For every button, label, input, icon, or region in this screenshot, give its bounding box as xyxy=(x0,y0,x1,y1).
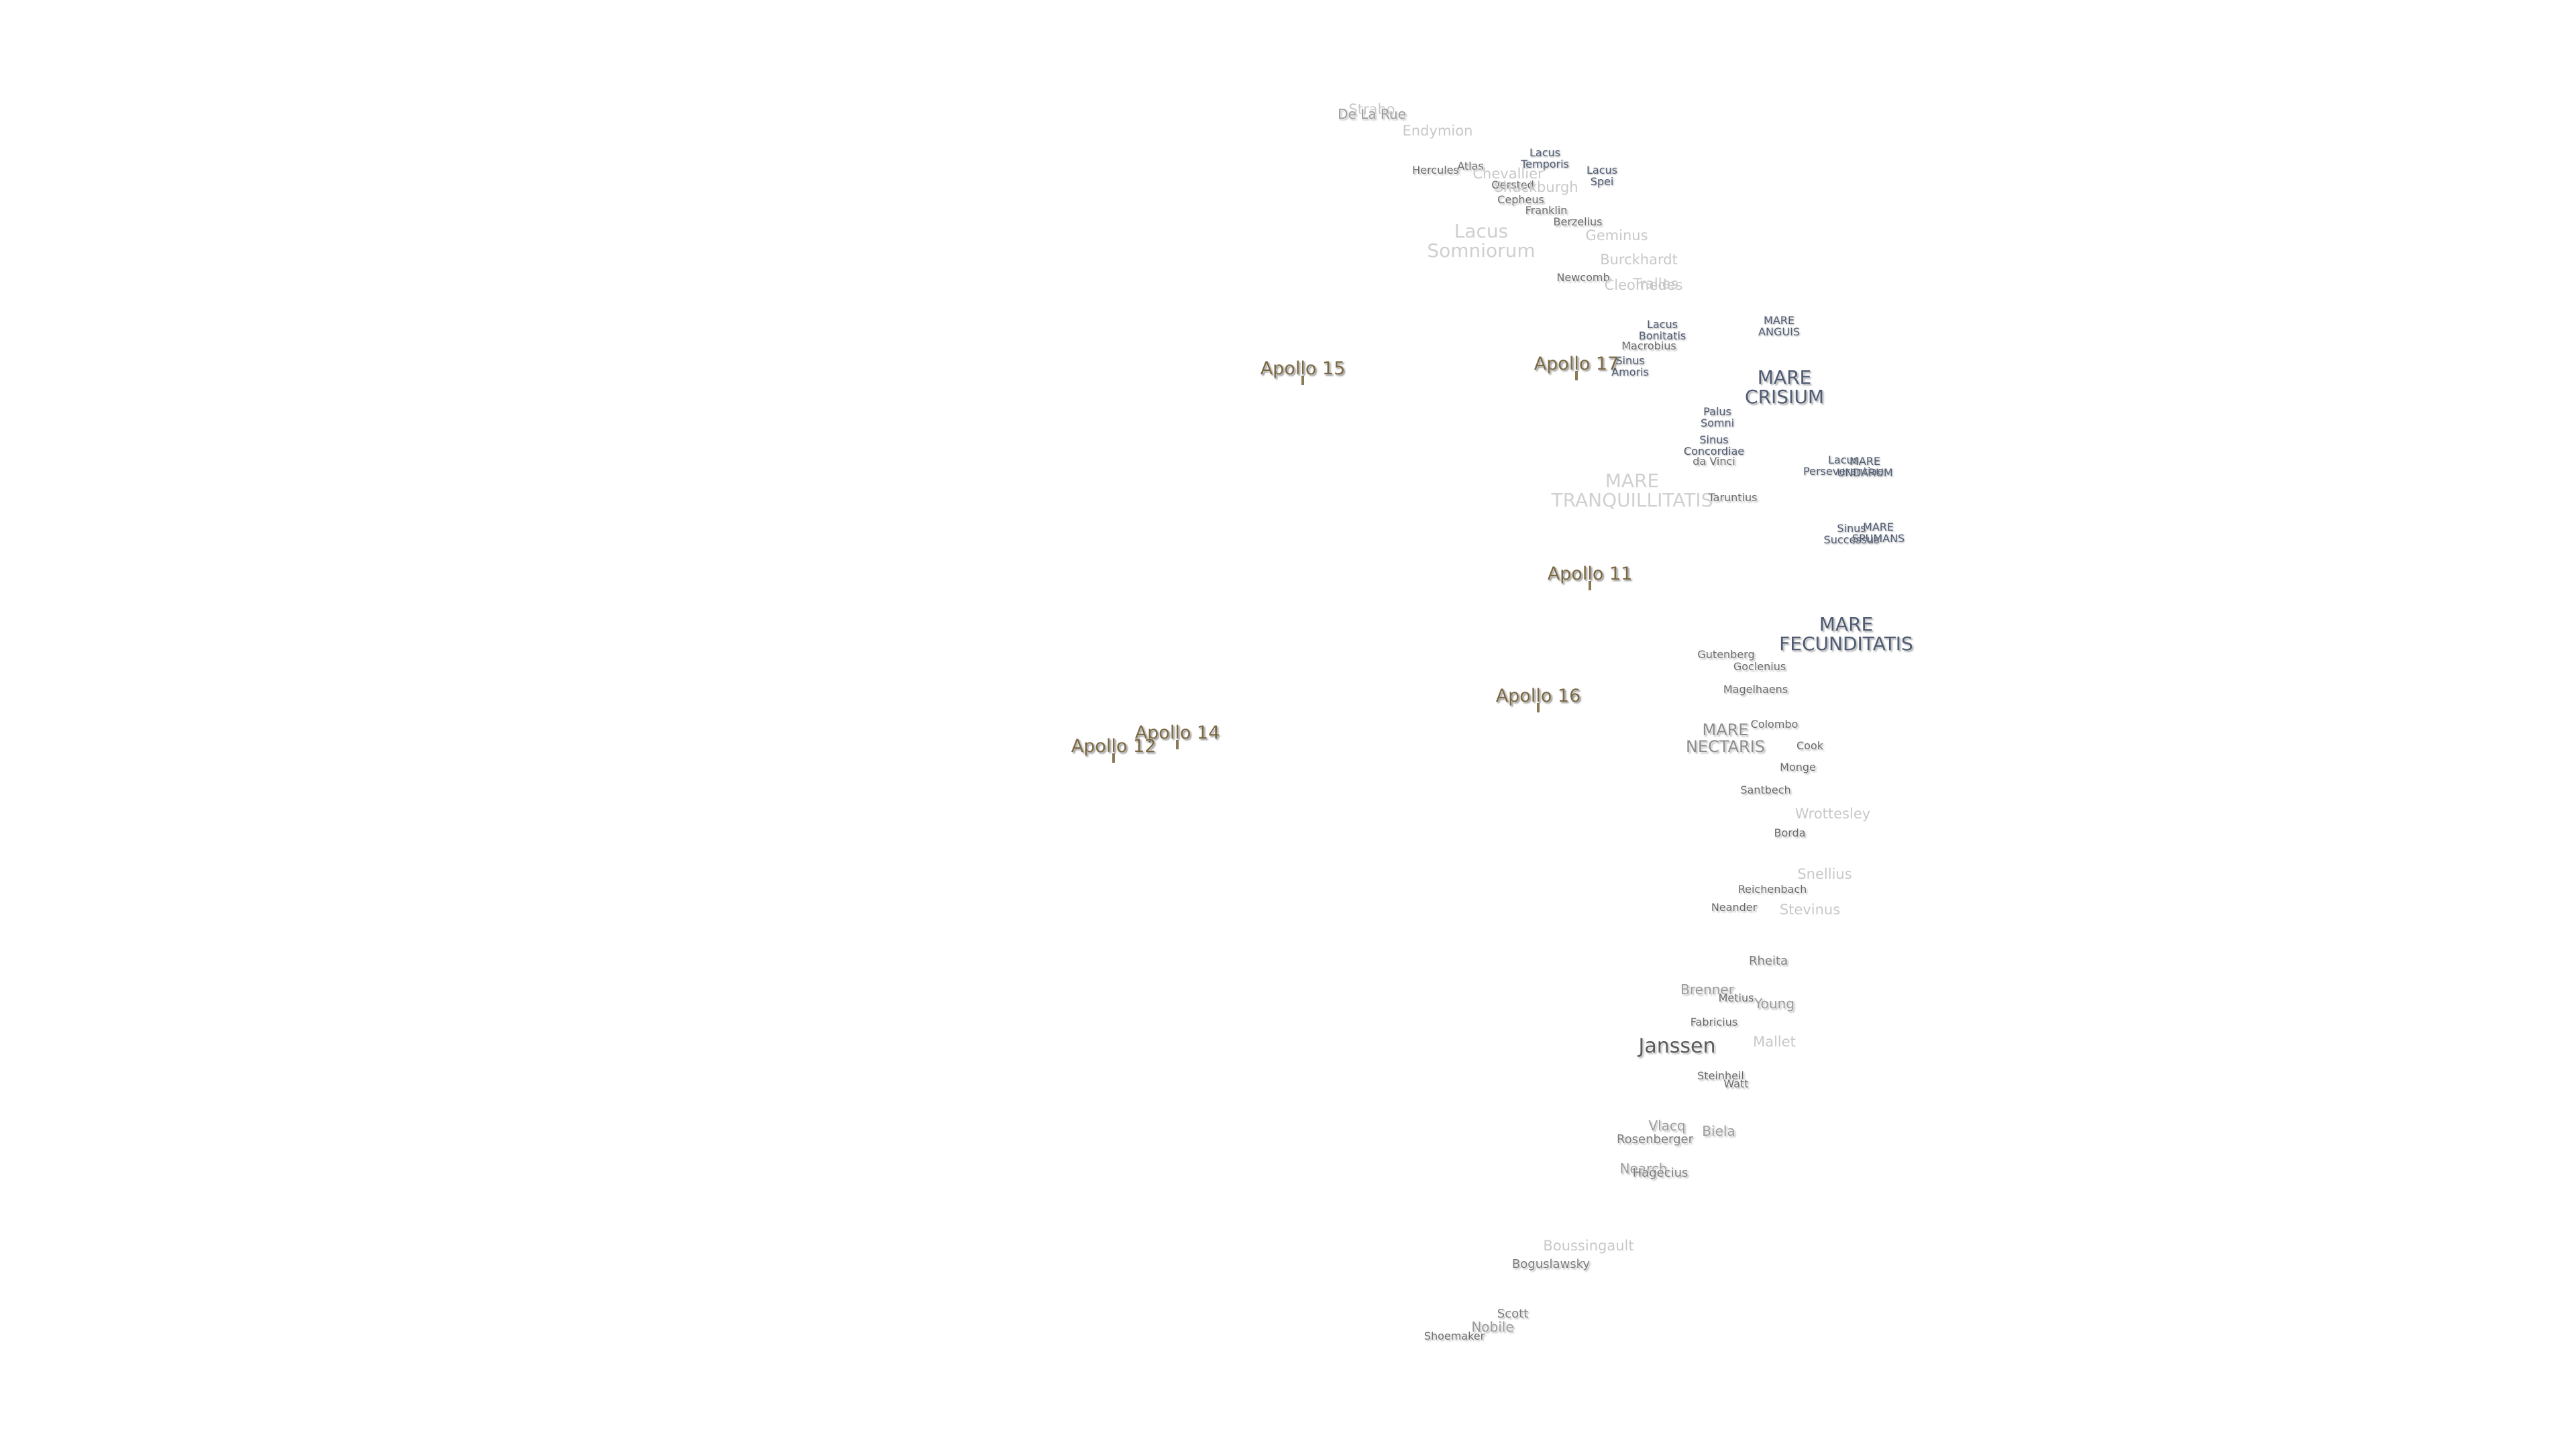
feature-label-scott[interactable]: Scott xyxy=(1497,1307,1529,1321)
feature-label-cleomedes[interactable]: Cleomedes xyxy=(1604,277,1683,293)
feature-label-mare-crisium[interactable]: MARE CRISIUM xyxy=(1745,366,1824,409)
feature-label-newcomb[interactable]: Newcomb xyxy=(1556,271,1610,284)
apollo-marker-a17[interactable] xyxy=(1575,371,1578,380)
feature-label-mare-nectaris[interactable]: MARE NECTARIS xyxy=(1685,720,1766,757)
feature-label-shuckburgh[interactable]: Shuckburgh xyxy=(1494,179,1578,195)
feature-label-cook[interactable]: Cook xyxy=(1796,739,1824,752)
feature-label-magelhaens[interactable]: Magelhaens xyxy=(1723,683,1788,696)
feature-label-taruntius[interactable]: Taruntius xyxy=(1708,491,1758,504)
feature-label-lacus-temporis[interactable]: Lacus Temporis xyxy=(1521,146,1569,170)
apollo-label-a12[interactable]: Apollo 12 xyxy=(1071,736,1157,757)
apollo-label-a11[interactable]: Apollo 11 xyxy=(1547,564,1633,584)
feature-label-endymion[interactable]: Endymion xyxy=(1402,123,1473,139)
apollo-marker-a16[interactable] xyxy=(1537,703,1540,712)
apollo-label-a15[interactable]: Apollo 15 xyxy=(1260,358,1346,379)
feature-label-tralles[interactable]: Tralles xyxy=(1633,276,1678,292)
feature-label-lacus-bonitatis[interactable]: Lacus Bonitatis xyxy=(1638,318,1686,342)
feature-label-stevinus[interactable]: Stevinus xyxy=(1779,902,1841,918)
apollo-marker-a11[interactable] xyxy=(1589,581,1591,590)
feature-label-lacus-perseverantiae[interactable]: Lacus Perseverantiae xyxy=(1803,453,1884,478)
feature-label-vlacq[interactable]: Vlacq xyxy=(1648,1118,1686,1134)
feature-label-steinheil[interactable]: Steinheil xyxy=(1697,1069,1744,1082)
feature-label-cepheus[interactable]: Cepheus xyxy=(1497,193,1544,206)
feature-label-goclenius[interactable]: Goclenius xyxy=(1733,660,1786,673)
feature-label-mare-spumans[interactable]: MARE SPUMANS xyxy=(1851,521,1905,545)
feature-label-sinus-concordiae[interactable]: Sinus Concordiae xyxy=(1683,433,1745,458)
feature-label-hercules[interactable]: Hercules xyxy=(1412,164,1459,176)
feature-label-atlas[interactable]: Atlas xyxy=(1457,160,1484,172)
feature-label-rheita[interactable]: Rheita xyxy=(1748,954,1788,968)
feature-label-biela[interactable]: Biela xyxy=(1702,1123,1735,1139)
feature-label-borda[interactable]: Borda xyxy=(1774,826,1806,839)
feature-label-palus-somni[interactable]: Palus Somni xyxy=(1700,405,1735,429)
apollo-marker-a14[interactable] xyxy=(1176,740,1179,749)
feature-label-sinus-amoris[interactable]: Sinus Amoris xyxy=(1611,354,1649,378)
feature-label-janssen[interactable]: Janssen xyxy=(1638,1034,1716,1058)
apollo-label-a17[interactable]: Apollo 17 xyxy=(1534,354,1619,374)
feature-label-mallet[interactable]: Mallet xyxy=(1753,1034,1796,1050)
apollo-label-a14[interactable]: Apollo 14 xyxy=(1134,722,1220,743)
apollo-marker-a12[interactable] xyxy=(1112,753,1115,763)
feature-label-burckhardt[interactable]: Burckhardt xyxy=(1600,252,1678,268)
feature-label-franklin[interactable]: Franklin xyxy=(1525,204,1568,217)
feature-label-brenner[interactable]: Brenner xyxy=(1680,981,1734,998)
feature-label-macrobius[interactable]: Macrobius xyxy=(1621,339,1676,352)
feature-label-sinus-successus[interactable]: Sinus Successus xyxy=(1823,522,1880,546)
feature-label-fabricius[interactable]: Fabricius xyxy=(1690,1016,1738,1028)
feature-label-neander[interactable]: Neander xyxy=(1711,901,1758,914)
feature-label-berzelius[interactable]: Berzelius xyxy=(1553,215,1603,228)
feature-label-strabo[interactable]: Strabo xyxy=(1348,101,1395,117)
feature-label-nearch[interactable]: Nearch xyxy=(1619,1161,1668,1177)
feature-label-santbech[interactable]: Santbech xyxy=(1740,784,1791,796)
feature-label-monge[interactable]: Monge xyxy=(1780,761,1816,773)
feature-label-hagecius[interactable]: Hagecius xyxy=(1632,1166,1688,1180)
feature-label-boussingault[interactable]: Boussingault xyxy=(1543,1238,1634,1254)
apollo-marker-a15[interactable] xyxy=(1301,376,1304,385)
feature-label-reichenbach[interactable]: Reichenbach xyxy=(1737,883,1807,896)
feature-label-boguslawsky[interactable]: Boguslawsky xyxy=(1511,1257,1591,1271)
feature-label-rosenberger[interactable]: Rosenberger xyxy=(1616,1132,1694,1146)
feature-label-wrottesley[interactable]: Wrottesley xyxy=(1794,806,1871,822)
apollo-label-a16[interactable]: Apollo 16 xyxy=(1495,686,1581,706)
feature-label-snellius[interactable]: Snellius xyxy=(1797,866,1852,882)
feature-label-nobile[interactable]: Nobile xyxy=(1471,1319,1514,1335)
feature-label-mare-tranquillitatis[interactable]: MARE TRANQUILLITATIS xyxy=(1551,470,1713,512)
feature-label-de-la-rue[interactable]: De La Rue xyxy=(1338,106,1406,122)
feature-label-da-vinci[interactable]: da Vinci xyxy=(1693,455,1735,468)
feature-label-shoemaker[interactable]: Shoemaker xyxy=(1424,1330,1485,1342)
feature-label-oersted[interactable]: Oersted xyxy=(1491,178,1534,191)
feature-label-mare-anguis[interactable]: MARE ANGUIS xyxy=(1758,314,1800,338)
feature-label-young[interactable]: Young xyxy=(1754,996,1794,1012)
feature-label-geminus[interactable]: Geminus xyxy=(1585,227,1648,244)
feature-label-watt[interactable]: Watt xyxy=(1723,1077,1749,1090)
feature-label-chevallier[interactable]: Chevallier xyxy=(1472,166,1544,182)
feature-label-mare-undarum[interactable]: MARE UNDARUM xyxy=(1837,455,1893,479)
feature-label-metius[interactable]: Metius xyxy=(1718,991,1754,1004)
feature-label-lacus-somniorum[interactable]: Lacus Somniorum xyxy=(1427,220,1536,262)
feature-label-gutenberg[interactable]: Gutenberg xyxy=(1697,648,1755,661)
feature-label-lacus-spei[interactable]: Lacus Spei xyxy=(1587,164,1617,188)
feature-label-mare-fecunditatis[interactable]: MARE FECUNDITATIS xyxy=(1779,613,1913,655)
feature-label-colombo[interactable]: Colombo xyxy=(1750,718,1799,731)
